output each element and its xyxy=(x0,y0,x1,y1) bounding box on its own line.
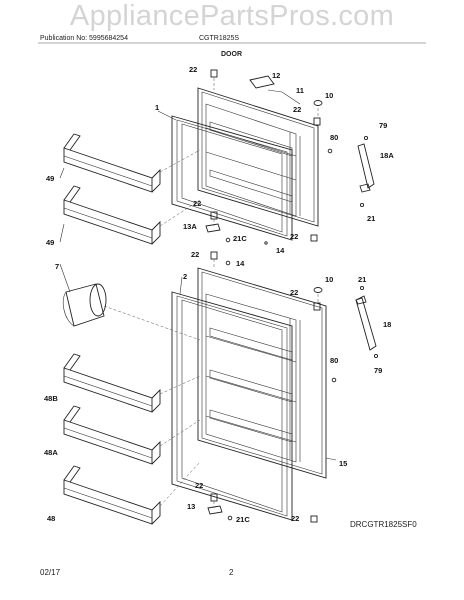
callout-80: 80 xyxy=(330,133,338,142)
callouts: 22 12 11 1 10 22 80 79 18A 49 21 22 13A … xyxy=(44,65,394,524)
callout-1: 1 xyxy=(155,103,159,112)
callout-18: 18 xyxy=(383,320,391,329)
callout-79: 79 xyxy=(379,121,387,130)
drawing-code: DRCGTR1825SF0 xyxy=(350,520,417,529)
door-shelf-49-upper xyxy=(63,133,161,193)
publication-number: Publication No: 5995684254 xyxy=(40,35,128,42)
callout-48b: 48B xyxy=(44,394,58,403)
hinge-pin-22f xyxy=(313,302,321,311)
callout-22: 22 xyxy=(195,481,203,490)
callout-14: 14 xyxy=(276,246,285,255)
hinge-13a xyxy=(205,223,221,233)
callout-48: 48 xyxy=(47,514,55,523)
section-title: DOOR xyxy=(221,51,242,58)
callout-22: 22 xyxy=(290,232,298,241)
freezer-door-gasket xyxy=(171,115,293,241)
watermark: AppliancePartsPros.com xyxy=(69,0,395,32)
callout-21: 21 xyxy=(358,275,366,284)
hinge-pin-22e xyxy=(210,251,218,260)
callout-21c: 21C xyxy=(236,515,250,524)
callout-48a: 48A xyxy=(44,448,58,457)
callout-10: 10 xyxy=(325,91,333,100)
dairy-door-7 xyxy=(62,283,107,327)
callout-21: 21 xyxy=(367,214,375,223)
footer-date: 02/17 xyxy=(40,568,61,577)
callout-2: 2 xyxy=(183,272,187,281)
fresh-food-door-panel xyxy=(197,267,327,479)
part-12-strip xyxy=(249,75,275,89)
callout-18a: 18A xyxy=(380,151,394,160)
callout-12: 12 xyxy=(272,71,280,80)
hinge-pin-22a xyxy=(210,69,218,78)
callout-49: 49 xyxy=(46,238,54,247)
callout-14: 14 xyxy=(236,259,245,268)
screw-80b xyxy=(331,377,337,383)
callout-22: 22 xyxy=(189,65,197,74)
callout-15: 15 xyxy=(339,459,347,468)
screw-21c-a xyxy=(225,237,231,243)
hinge-pin-22b xyxy=(313,117,321,126)
callout-80: 80 xyxy=(330,356,338,365)
callout-21c: 21C xyxy=(233,234,247,243)
door-shelf-48b xyxy=(63,353,161,413)
callout-79: 79 xyxy=(374,366,382,375)
hinge-pin-22h xyxy=(310,515,318,523)
callout-49: 49 xyxy=(46,174,54,183)
hinge-13 xyxy=(207,505,223,515)
callout-13a: 13A xyxy=(183,222,197,231)
washer-10b xyxy=(313,287,323,293)
callout-22: 22 xyxy=(293,105,301,114)
fresh-food-door-gasket xyxy=(171,291,293,521)
callout-22: 22 xyxy=(291,514,299,523)
hinge-pin-22d xyxy=(310,234,318,242)
screw-14b xyxy=(225,260,231,266)
washer-10a xyxy=(313,100,323,106)
screw-14a xyxy=(264,241,268,245)
callout-10: 10 xyxy=(325,275,333,284)
screw-21c-b xyxy=(227,515,233,521)
callout-11: 11 xyxy=(296,86,304,95)
callout-22: 22 xyxy=(193,199,201,208)
page-number: 2 xyxy=(229,568,234,577)
callout-7: 7 xyxy=(55,262,59,271)
door-shelf-49-lower xyxy=(63,185,161,245)
callout-22: 22 xyxy=(290,288,298,297)
handle-18a xyxy=(357,143,375,189)
handle-18 xyxy=(355,297,377,351)
callout-22: 22 xyxy=(191,250,199,259)
model-number: CGTR1825S xyxy=(199,35,240,42)
door-shelf-48a xyxy=(63,405,161,465)
door-shelf-48 xyxy=(63,465,161,525)
screw-80a xyxy=(327,148,333,154)
callout-13: 13 xyxy=(187,502,195,511)
